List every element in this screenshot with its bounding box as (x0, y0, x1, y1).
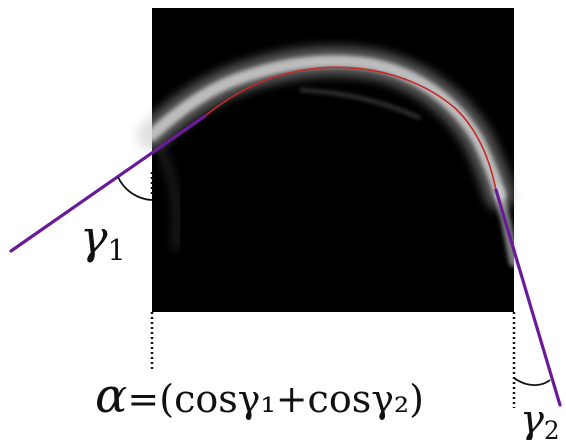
fitted-curve (204, 66, 497, 191)
formula-alpha: α (95, 368, 128, 424)
formula-rhs: =(cosγ₁+cosγ₂) (127, 377, 424, 421)
filament-streak (299, 88, 421, 120)
tangent-line-left (9, 114, 207, 253)
gamma1-index: 1 (107, 234, 126, 268)
gamma1-label: γ1 (80, 214, 126, 266)
gamma2-index: 2 (543, 416, 560, 440)
angle-arc-gamma2 (513, 377, 551, 386)
tangent-line-right (494, 188, 562, 407)
gamma1-symbol: γ (80, 210, 108, 264)
filament-core (146, 55, 506, 201)
alpha-formula: α=(cosγ₁+cosγ₂) (95, 372, 424, 420)
angle-arc-gamma1 (117, 176, 153, 201)
gamma2-symbol: γ (520, 397, 544, 440)
filament-wisp (157, 148, 180, 251)
gamma2-label: γ2 (520, 400, 560, 440)
